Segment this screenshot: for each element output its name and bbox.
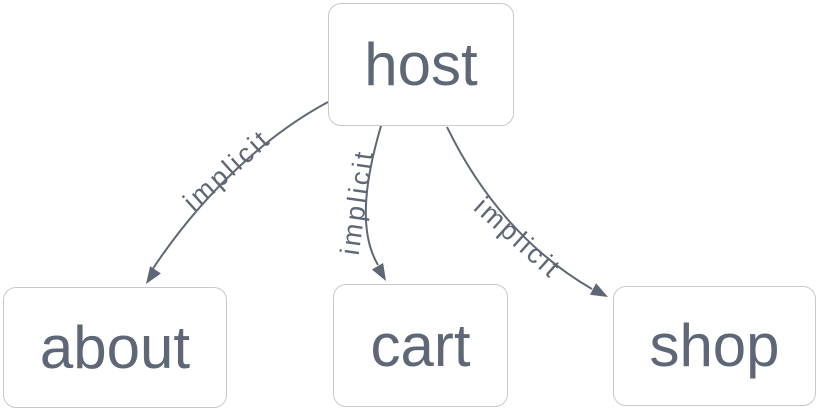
edge-host-cart-arrowhead-icon <box>371 263 386 281</box>
edge-host-shop-arrowhead-icon <box>589 283 608 297</box>
node-shop: shop <box>613 286 816 406</box>
node-host: host <box>328 3 514 126</box>
node-cart-label: cart <box>370 311 471 379</box>
node-host-label: host <box>364 30 478 98</box>
edge-label-host-about: implicit <box>177 123 276 217</box>
node-cart: cart <box>333 284 508 407</box>
node-about: about <box>3 287 227 408</box>
edge-host-shop <box>446 126 593 290</box>
edge-host-cart <box>364 125 382 266</box>
edge-label-host-cart: implicit <box>335 147 380 257</box>
edge-host-about <box>151 101 329 271</box>
node-about-label: about <box>39 313 191 381</box>
node-shop-label: shop <box>649 312 780 379</box>
edge-host-about-arrowhead-icon <box>146 266 161 284</box>
edge-label-host-shop: implicit <box>468 191 567 285</box>
